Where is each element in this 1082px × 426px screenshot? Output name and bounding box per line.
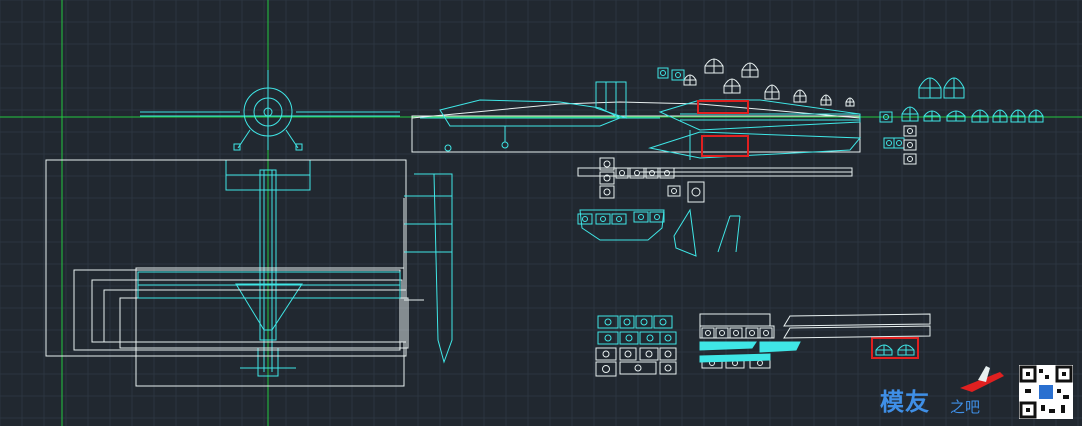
plane-logo-icon <box>960 366 1004 392</box>
former <box>820 94 832 106</box>
part-template <box>657 67 669 79</box>
part-template <box>595 213 611 225</box>
fuselage-side-cyan <box>420 81 660 152</box>
former <box>901 106 919 122</box>
part-template <box>659 361 677 375</box>
watermark-subtext: 之吧 <box>950 398 981 416</box>
part-template <box>619 347 637 361</box>
part-template <box>611 213 627 225</box>
part-template <box>577 213 593 225</box>
part-template <box>667 185 681 197</box>
part-template <box>659 347 677 361</box>
part-template <box>639 331 661 345</box>
rib-set <box>579 208 741 257</box>
former <box>992 109 1008 123</box>
part-template <box>903 125 917 137</box>
part-template <box>659 331 677 345</box>
part-template <box>597 315 619 329</box>
part-template <box>595 361 617 377</box>
part-template <box>639 347 659 361</box>
fuselage-formers <box>683 58 1044 356</box>
wing-plan-outlines <box>45 159 409 387</box>
part-template <box>903 153 917 165</box>
former <box>845 97 855 107</box>
former <box>704 58 724 74</box>
part-template <box>883 137 895 149</box>
former <box>723 78 741 94</box>
former <box>971 109 989 123</box>
qr-code-icon <box>1019 365 1073 419</box>
tail-boom-drawing <box>404 173 453 364</box>
wing-plan-cyan <box>137 271 401 299</box>
part-template <box>649 211 665 223</box>
former <box>1028 109 1044 123</box>
part-template <box>633 211 649 223</box>
part-template <box>619 331 639 345</box>
tail-boom-white <box>403 198 424 301</box>
part-template <box>671 69 685 81</box>
watermark: 模友 之吧 <box>876 378 1006 422</box>
fuselage-side-view <box>411 101 861 153</box>
former <box>918 77 942 99</box>
part-template <box>599 171 615 185</box>
former <box>943 77 965 99</box>
part-template <box>599 185 615 199</box>
part-template <box>687 181 705 203</box>
part-template <box>879 111 893 123</box>
former <box>946 110 966 122</box>
watermark-text: 模友 <box>880 388 930 416</box>
aircraft-front-view <box>140 70 400 151</box>
spar-strips-cyan <box>699 341 801 363</box>
former <box>741 62 759 78</box>
part-template <box>903 139 917 151</box>
part-template <box>619 361 657 375</box>
part-template <box>653 315 673 329</box>
former <box>793 89 807 103</box>
former <box>1010 109 1026 123</box>
part-template <box>595 347 617 361</box>
part-template <box>635 315 653 329</box>
former <box>923 110 941 122</box>
spar-strips <box>577 167 931 339</box>
part-template <box>597 331 619 345</box>
part-template <box>619 315 635 329</box>
part-template <box>599 157 615 171</box>
former <box>897 344 915 356</box>
former <box>875 344 893 356</box>
former <box>683 74 697 86</box>
red-highlight-boxes <box>697 100 919 359</box>
former <box>764 84 780 100</box>
